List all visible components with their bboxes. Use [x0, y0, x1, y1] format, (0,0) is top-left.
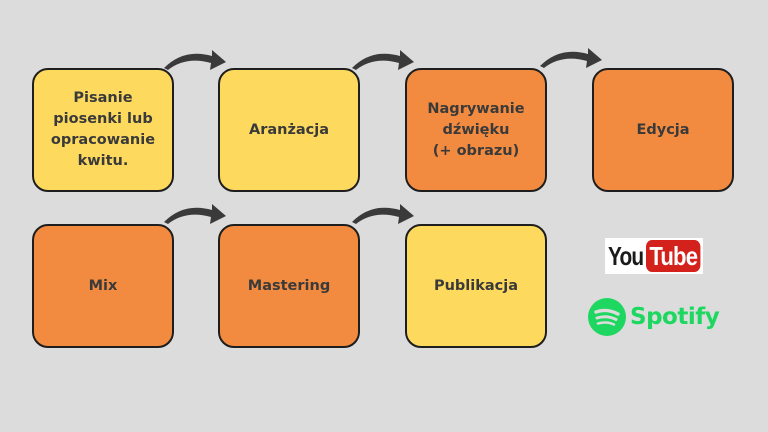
arrow-icon: [540, 48, 602, 68]
step-label: Mix: [88, 277, 118, 294]
step-arrangement: Aranżacja: [218, 68, 360, 192]
step-label: Publikacja: [433, 277, 519, 294]
youtube-logo-tube: Tube: [646, 240, 701, 272]
step-label: Nagrywanie dźwięku (+ obrazu): [427, 100, 525, 159]
step-mix: Mix: [32, 224, 174, 348]
step-label: Aranżacja: [248, 121, 330, 138]
step-recording: Nagrywanie dźwięku (+ obrazu): [405, 68, 547, 192]
step-editing: Edycja: [592, 68, 734, 192]
arrow-icon: [164, 204, 226, 224]
spotify-wordmark: Spotify: [630, 304, 720, 330]
step-songwriting: Pisanie piosenki lub opracowanie kwitu.: [32, 68, 174, 192]
arrow-icon: [352, 50, 414, 70]
step-label: Pisanie piosenki lub opracowanie kwitu.: [50, 90, 156, 169]
step-label: Mastering: [247, 277, 331, 294]
step-mastering: Mastering: [218, 224, 360, 348]
spotify-icon: [588, 298, 626, 336]
spotify-logo: Spotify: [588, 298, 720, 336]
arrow-icon: [164, 50, 226, 70]
youtube-logo-you: You: [608, 240, 644, 271]
step-publication: Publikacja: [405, 224, 547, 348]
step-label: Edycja: [636, 121, 690, 138]
arrow-icon: [352, 204, 414, 224]
